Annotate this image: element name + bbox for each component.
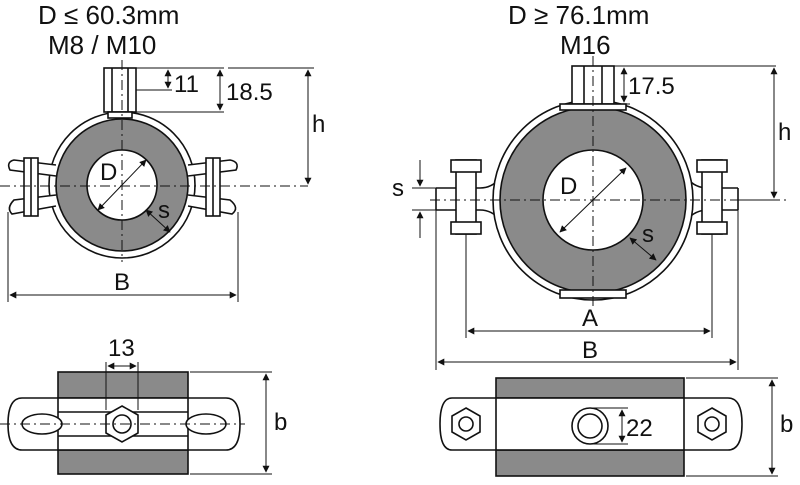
left-dim-s: s — [158, 197, 170, 224]
right-dim-A: A — [582, 305, 598, 332]
left-title-size: D ≤ 60.3mm — [38, 0, 179, 30]
right-dimensions — [412, 65, 780, 370]
right-dim-B: B — [582, 337, 598, 364]
right-dim-s-plate: s — [392, 175, 404, 202]
right-clamp-top-view — [439, 377, 743, 477]
right-dim-h: h — [778, 119, 791, 146]
left-clamp-front-view — [7, 67, 238, 259]
right-clamp-front-view — [435, 65, 739, 301]
left-top-dimensions — [0, 362, 272, 475]
left-dim-total: 18.5 — [226, 79, 273, 106]
left-clamp-top-view — [7, 371, 241, 475]
left-dim-b: b — [274, 409, 287, 436]
left-dim-D: D — [100, 159, 117, 186]
right-title-size: D ≥ 76.1mm — [508, 0, 649, 30]
right-top-dimensions — [590, 377, 778, 477]
right-dim-nut: 17.5 — [628, 73, 675, 100]
left-dim-nut: 11 — [174, 71, 199, 98]
right-dim-D: D — [560, 173, 577, 200]
left-dim-13: 13 — [108, 335, 135, 362]
left-dimensions — [7, 67, 314, 302]
left-dim-B: B — [114, 269, 130, 296]
left-dim-h: h — [312, 111, 325, 138]
right-title-thread: M16 — [560, 30, 611, 60]
right-dim-b: b — [780, 411, 793, 438]
right-dim-22: 22 — [626, 415, 653, 442]
left-title-thread: M8 / M10 — [48, 30, 156, 60]
right-dim-s: s — [642, 221, 654, 248]
left-top-nut — [103, 67, 137, 113]
